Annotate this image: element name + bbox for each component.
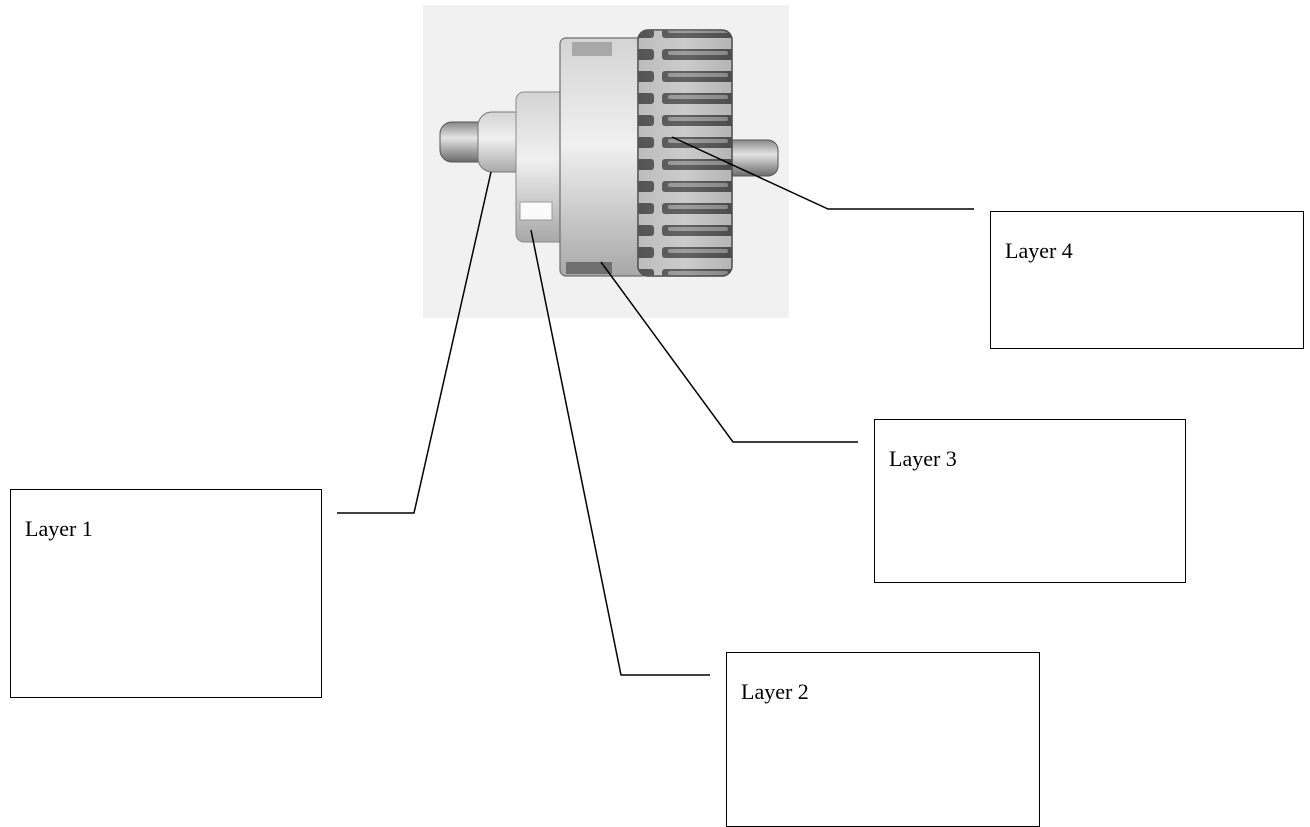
layer-3-label: Layer 3 xyxy=(889,446,957,471)
gear-shading xyxy=(638,30,732,276)
layer-2-label: Layer 2 xyxy=(741,679,809,704)
layer-4-box: Layer 4 xyxy=(990,211,1304,349)
body-slot-top xyxy=(572,42,612,56)
leader-line-layer-4 xyxy=(671,136,974,210)
layer-3-body xyxy=(559,37,649,277)
layer-2-box: Layer 2 xyxy=(726,652,1040,827)
leader-line-layer-1 xyxy=(337,171,492,514)
leader-line-layer-3 xyxy=(600,261,858,443)
layer-1-box: Layer 1 xyxy=(10,489,322,698)
collar-notch xyxy=(519,201,553,221)
layer-4-label: Layer 4 xyxy=(1005,238,1073,263)
gear-assembly-photo xyxy=(423,5,789,318)
layer-3-box: Layer 3 xyxy=(874,419,1186,583)
leader-line-layer-2 xyxy=(530,229,710,676)
layer-1-label: Layer 1 xyxy=(25,516,93,541)
body-slot-bottom xyxy=(566,262,612,274)
leader-lines xyxy=(337,136,974,676)
